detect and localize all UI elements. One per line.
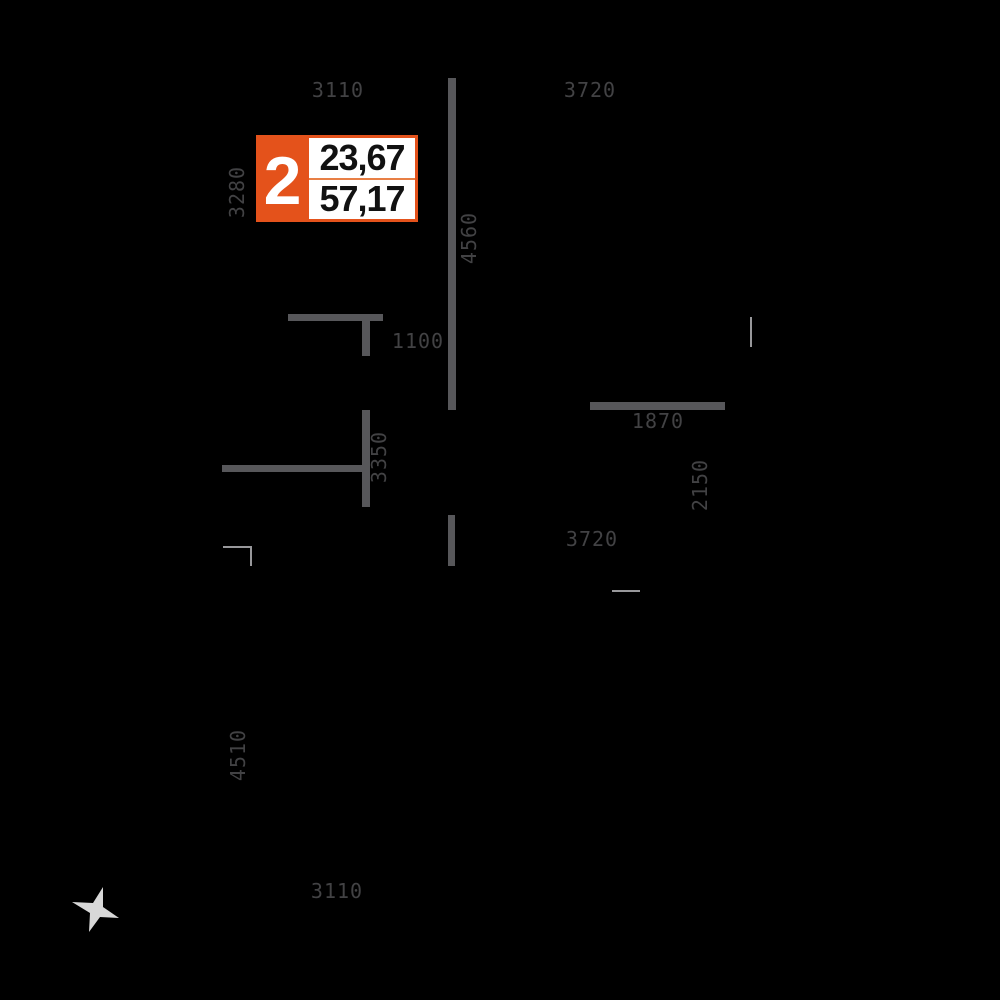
opening-mark-mid-horizontal [612,590,640,592]
wall-right-horizontal [590,402,725,410]
total-area-value: 57,17 [309,177,415,220]
living-area-value: 23,67 [319,136,405,178]
dimension-4510: 4510 [226,728,250,782]
dimension-2150: 2150 [688,458,712,512]
dimension-top-3110: 3110 [311,78,365,102]
opening-mark-right-vertical [750,317,752,347]
apartment-area-badge: 2 23,67 57,17 [256,135,418,222]
dimension-mid-3720: 3720 [565,527,619,551]
dimension-1100: 1100 [391,329,445,353]
dimension-3350: 3350 [367,430,391,484]
room-count-label: 2 [263,142,302,219]
opening-corner-horizontal [223,546,252,548]
wall-center-vertical-short [448,515,455,566]
compass-star-icon [72,887,119,932]
wall-hall-stub [362,314,370,356]
area-values-box: 23,67 57,17 [309,138,415,219]
wall-center-vertical-long [448,78,456,410]
wall-inner-vertical [362,410,370,507]
wall-hall-horizontal [288,314,383,321]
dimension-bottom-3110: 3110 [310,879,364,903]
wall-left-horizontal [222,465,362,472]
dimension-1870: 1870 [631,409,685,433]
dimension-3280: 3280 [225,165,249,219]
opening-corner-vertical [250,546,252,566]
dimension-top-3720: 3720 [563,78,617,102]
dimension-4560: 4560 [457,211,481,265]
